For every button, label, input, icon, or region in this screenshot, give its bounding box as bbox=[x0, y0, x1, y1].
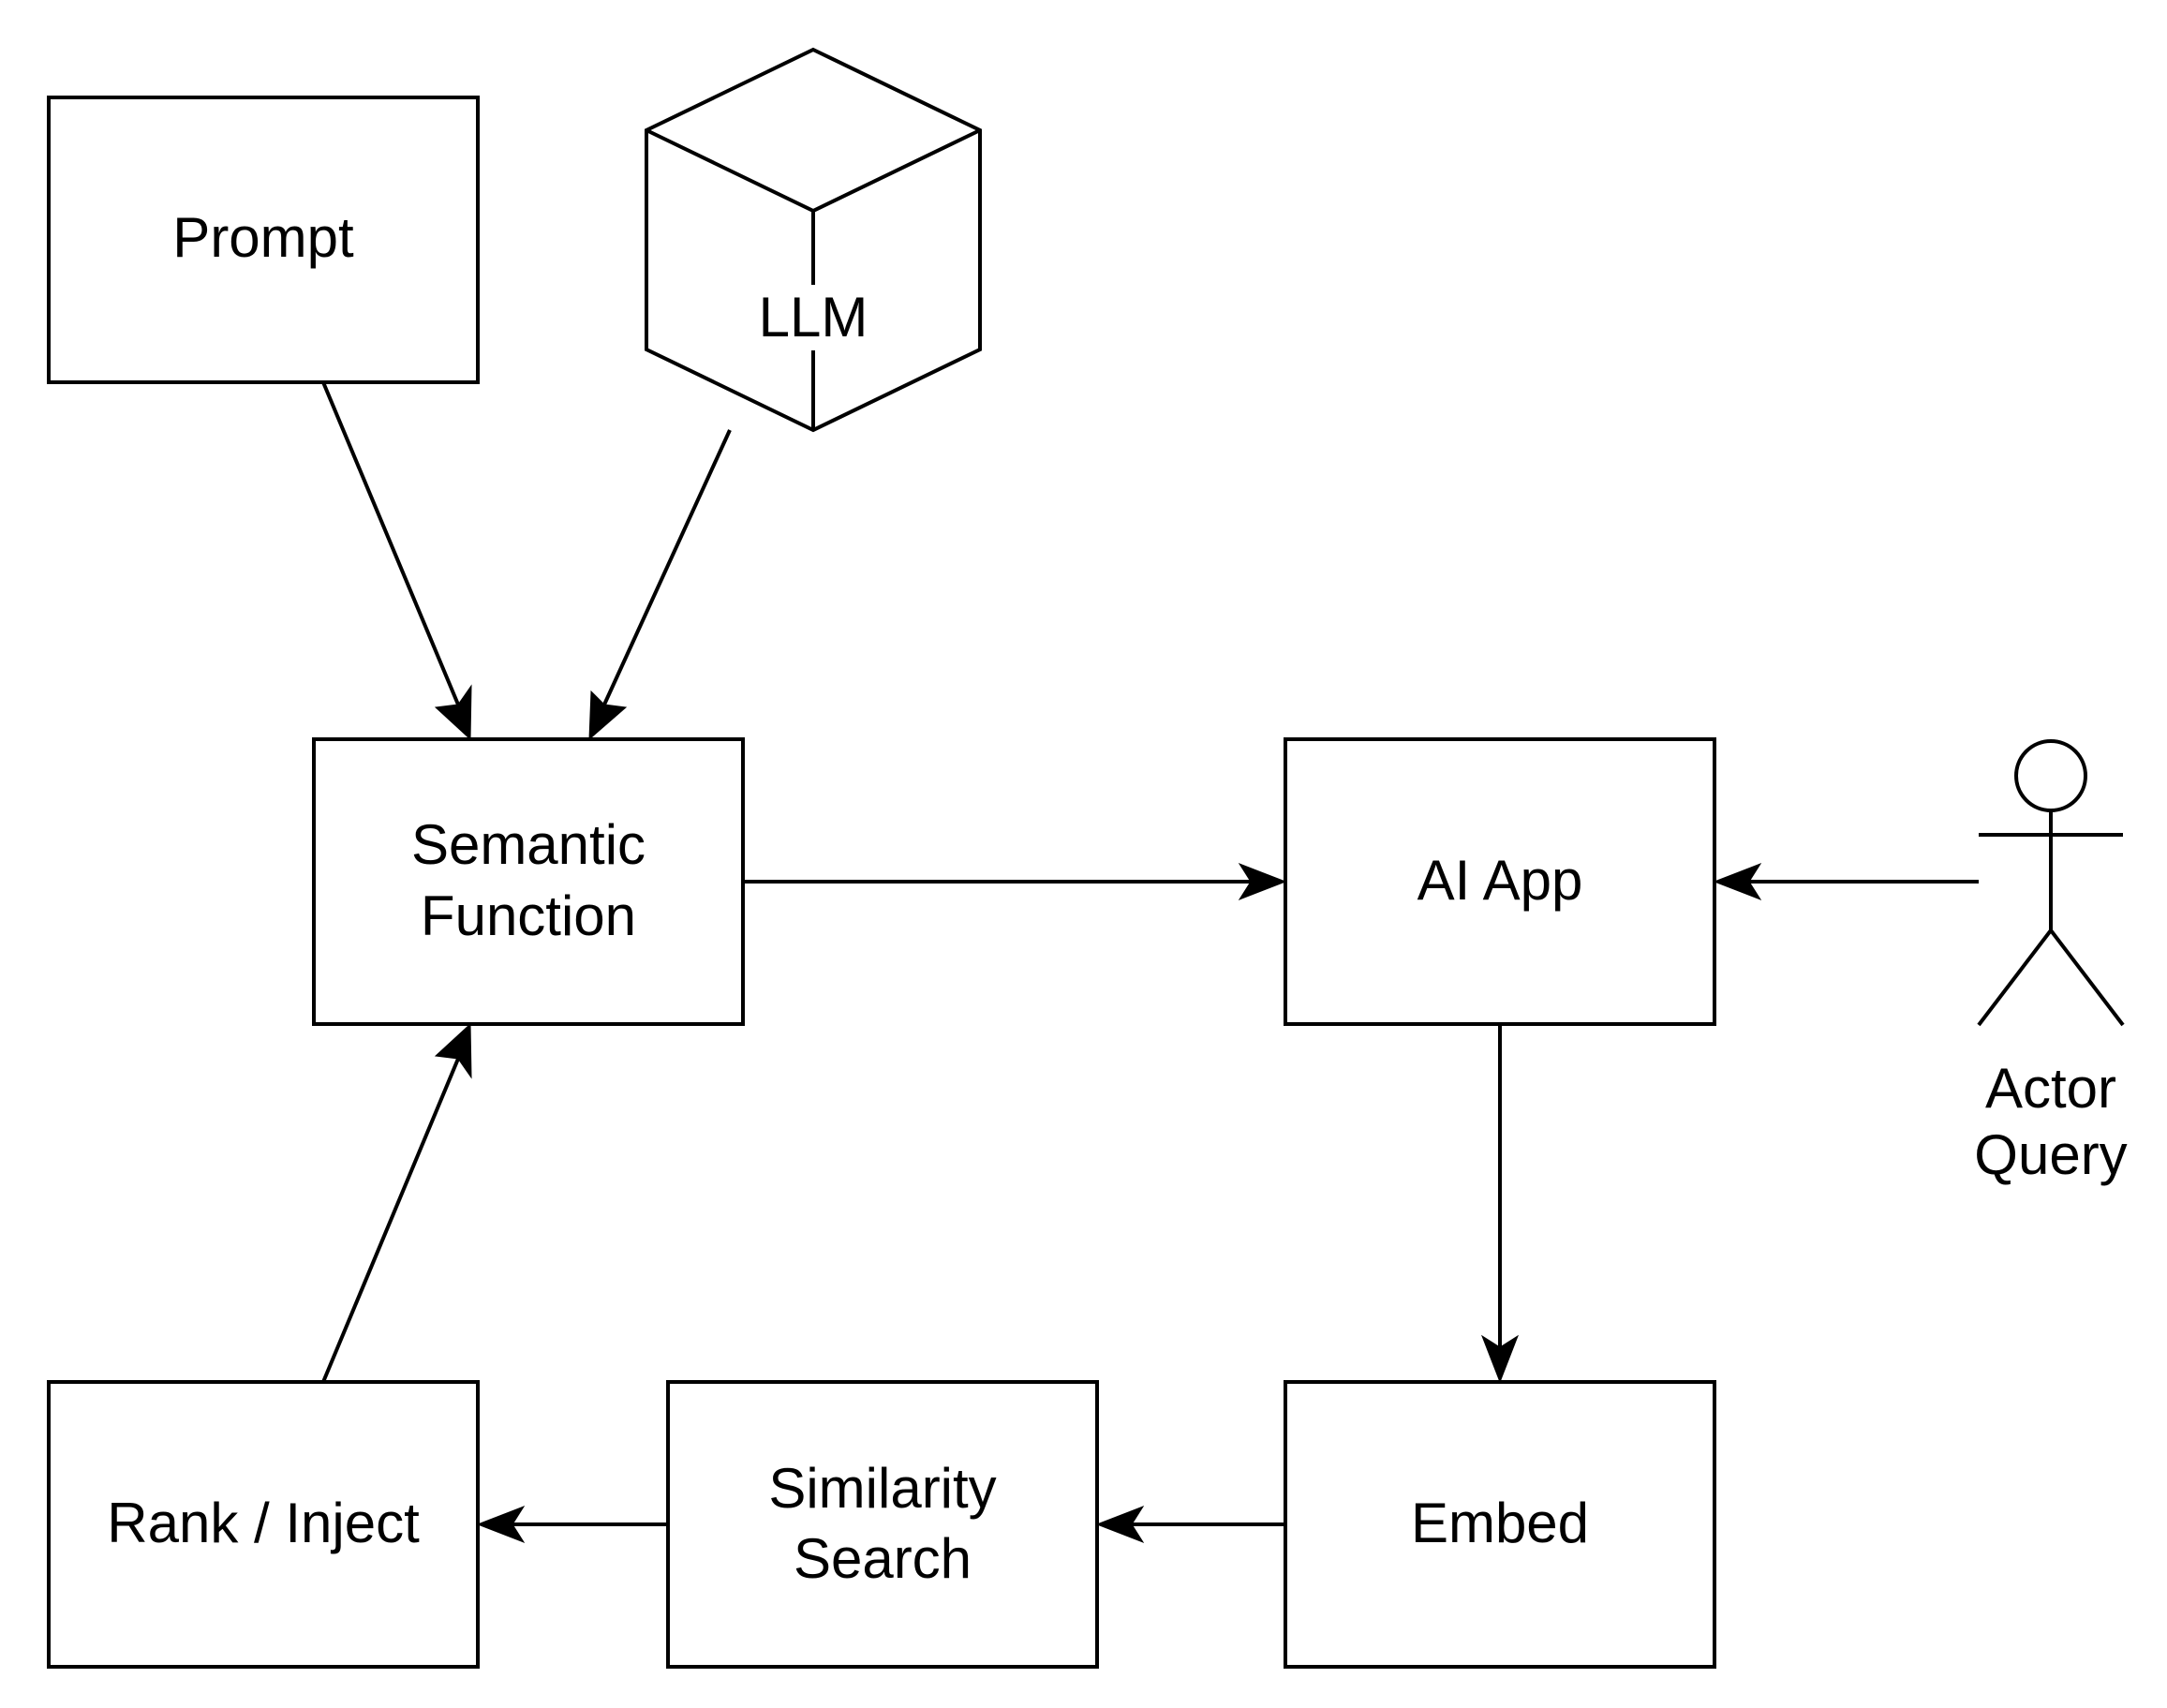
edge-prompt-to-semantic-function bbox=[321, 381, 472, 741]
arrowhead-icon bbox=[1095, 1505, 1145, 1544]
similarity-search-node: Similarity Search bbox=[666, 1380, 1099, 1669]
rank-inject-node: Rank / Inject bbox=[47, 1380, 480, 1669]
embed-node: Embed bbox=[1284, 1380, 1716, 1669]
arrowhead-icon bbox=[588, 690, 628, 741]
arrowhead-icon bbox=[1713, 862, 1762, 901]
llm-node: LLM bbox=[645, 47, 982, 433]
actor-label-line2: Query bbox=[1974, 1123, 2127, 1186]
llm-label: LLM bbox=[759, 286, 868, 349]
embed-label: Embed bbox=[1411, 1492, 1589, 1554]
arrowhead-icon bbox=[1238, 862, 1287, 901]
edge-embed-to-similarity-search bbox=[1095, 1505, 1285, 1544]
rank-inject-label: Rank / Inject bbox=[107, 1492, 420, 1554]
prompt-label: Prompt bbox=[172, 206, 354, 269]
semantic-function-node: Semantic Function bbox=[312, 737, 745, 1026]
edge-semantic-function-to-ai-app bbox=[743, 862, 1287, 901]
actor-node: Actor Query bbox=[1974, 739, 2128, 1186]
edge-similarity-search-to-rank-inject bbox=[476, 1505, 668, 1544]
arrowhead-icon bbox=[434, 684, 472, 741]
edge-rank-inject-to-semantic-function bbox=[321, 1022, 472, 1383]
stick-figure-icon bbox=[1977, 739, 2125, 1027]
edge-actor-to-ai-app bbox=[1713, 862, 1979, 901]
ai-app-node: AI App bbox=[1284, 737, 1716, 1026]
edge-ai-app-to-embed bbox=[1480, 1024, 1520, 1384]
arrowhead-icon bbox=[434, 1022, 472, 1079]
actor-label-line1: Actor bbox=[1985, 1057, 2116, 1120]
semantic-function-label-line2: Function bbox=[421, 884, 636, 947]
arrowhead-icon bbox=[476, 1505, 526, 1544]
semantic-function-label-line1: Semantic bbox=[411, 813, 646, 876]
similarity-search-label-line1: Similarity bbox=[768, 1457, 996, 1520]
prompt-node: Prompt bbox=[47, 96, 480, 384]
edge-llm-to-semantic-function bbox=[588, 429, 732, 741]
ai-app-label: AI App bbox=[1417, 849, 1583, 912]
arrowhead-icon bbox=[1480, 1334, 1520, 1384]
similarity-search-label-line2: Search bbox=[794, 1527, 972, 1590]
